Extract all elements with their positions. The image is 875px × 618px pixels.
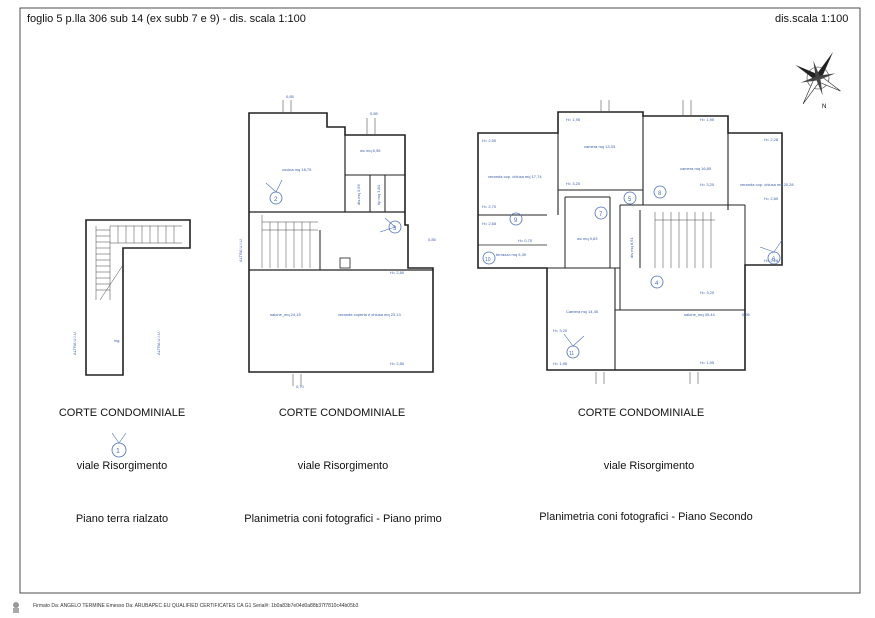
marker-label-8: 8 (658, 191, 662, 197)
ground-street-label: viale Risorgimento (76, 460, 168, 472)
second-height-o: H= 0,70 (518, 238, 533, 243)
ground-caption: Piano terra rialzato (75, 513, 169, 525)
marker-label-4: 4 (655, 281, 659, 287)
second-height-n: H= 1,95 (700, 360, 715, 365)
first-height-2: H= 2,80 (390, 361, 405, 366)
ground-altra-right: ALTRA U.I.U. (156, 331, 161, 355)
marker-label-11: 11 (569, 351, 574, 357)
second-camera-mid-label: camera mq 16,80 (680, 166, 712, 171)
second-height-g: H= 3,20 (700, 182, 715, 187)
scale-label: dis.scala 1:100 (775, 13, 849, 25)
second-veranda-left-label: veranda cop. chiusa mq 17,74 (488, 174, 542, 179)
first-altra: ALTRA U.I.U. (238, 238, 243, 262)
second-height-l: H= 3,20 (553, 328, 568, 333)
second-wc-label: wc mq 9,63 (577, 236, 598, 241)
ground-corte-label: CORTE CONDOMINIALE (58, 407, 186, 419)
first-floor-stair (261, 215, 318, 268)
second-height-m: H= 1,95 (553, 361, 568, 366)
second-height-b: H= 2,70 (482, 204, 497, 209)
photo-marker-4 (650, 275, 664, 289)
ground-floor-stair (95, 225, 182, 301)
marker-label-3: 3 (393, 226, 397, 232)
second-height-f: H= 1,95 (700, 117, 715, 122)
dimension-ticks (282, 100, 699, 386)
second-height-i: H= 2,80 (764, 196, 779, 201)
dim-d4: 0,85 (370, 111, 379, 116)
second-height-k: H= 3,20 (700, 290, 715, 295)
second-camera-low-label: Camera mq 14,45 (566, 309, 599, 314)
first-floor-plan (248, 112, 434, 373)
first-cucina-label: cucina mq 18,75 (282, 167, 312, 172)
dim-d3: 0,85 (286, 94, 295, 99)
second-height-d: H= 1,95 (566, 117, 581, 122)
room-labels: ing. cucina mq 18,75 wc mq 6,96 salone_m… (114, 94, 794, 455)
first-veranda-label: veranda coperta e chiusa mq 23,13 (338, 312, 401, 317)
second-caption: Planimetria coni fotografici - Piano Sec… (539, 511, 753, 523)
second-height-e: H= 3,20 (566, 181, 581, 186)
marker-label-1: 1 (116, 448, 120, 455)
second-camera-top-label: camera mq 13,33 (584, 144, 616, 149)
second-dis-label: dis mq 8,61 (629, 237, 634, 258)
dim-d1: 0,95 (742, 312, 751, 317)
second-corte-label: CORTE CONDOMINIALE (577, 407, 705, 419)
first-wc-label: wc mq 6,96 (360, 148, 381, 153)
photo-marker-8 (653, 185, 667, 199)
photo-marker-9 (509, 212, 523, 226)
marker-label-6: 6 (772, 257, 776, 263)
photo-marker-7 (594, 206, 608, 220)
sheet-frame (19, 7, 861, 594)
second-height-a: H= 2,50 (482, 138, 497, 143)
marker-label-9: 9 (514, 218, 518, 224)
digital-signature-text: Firmato Da: ANGELO TERMINE Emesso Da: AR… (33, 603, 359, 609)
ground-room-label: ing. (114, 338, 120, 343)
second-height-h: H= 2,28 (764, 137, 779, 142)
compass-north-label: N (822, 104, 826, 110)
second-height-j: H= 2,28 (764, 258, 779, 263)
photo-marker-10 (482, 251, 496, 265)
first-salone-label: salone_mq 24,15 (270, 312, 301, 317)
marker-label-10: 10 (485, 257, 491, 263)
second-floor-stair (654, 212, 715, 268)
marker-label-5: 5 (628, 197, 632, 203)
marker-label-2: 2 (274, 197, 278, 203)
first-height-1: H= 2,80 (390, 270, 405, 275)
marker-label-7: 7 (599, 212, 603, 218)
first-street-label: viale Risorgimento (297, 460, 389, 472)
dim-d2: 0,85 (428, 237, 437, 242)
dim-d5: 0,70 (296, 384, 305, 389)
second-floor-plan (477, 111, 783, 371)
ground-floor-plan (85, 219, 191, 376)
first-caption: Planimetria coni fotografici - Piano pri… (244, 513, 442, 525)
first-dis-label: dis.mq 3,56 (356, 184, 361, 205)
second-street-label: viale Risorgimento (603, 460, 695, 472)
second-terrazzo-label: terrazzo mq 5,39 (496, 252, 527, 257)
signature-seal-icon (10, 600, 22, 613)
second-salone-label: salone_mq 39,44 (684, 312, 715, 317)
second-height-c: H= 2,68 (482, 221, 497, 226)
second-veranda-right-label: veranda cop. chiusa mq 20,28 (740, 182, 794, 187)
first-rip-label: rip mq 1,84 (376, 184, 381, 205)
sheet-title: foglio 5 p.lla 306 sub 14 (ex subb 7 e 9… (27, 13, 306, 25)
compass-rose-icon: N (795, 52, 841, 110)
ground-altra-left: ALTRA U.I.U. (72, 331, 77, 355)
first-corte-label: CORTE CONDOMINIALE (278, 407, 406, 419)
photo-marker-3 (388, 220, 402, 234)
vertical-labels: ALTRA U.I.U. ALTRA U.I.U. ALTRA U.I.U. d… (72, 184, 634, 355)
photo-marker-5 (623, 191, 637, 205)
